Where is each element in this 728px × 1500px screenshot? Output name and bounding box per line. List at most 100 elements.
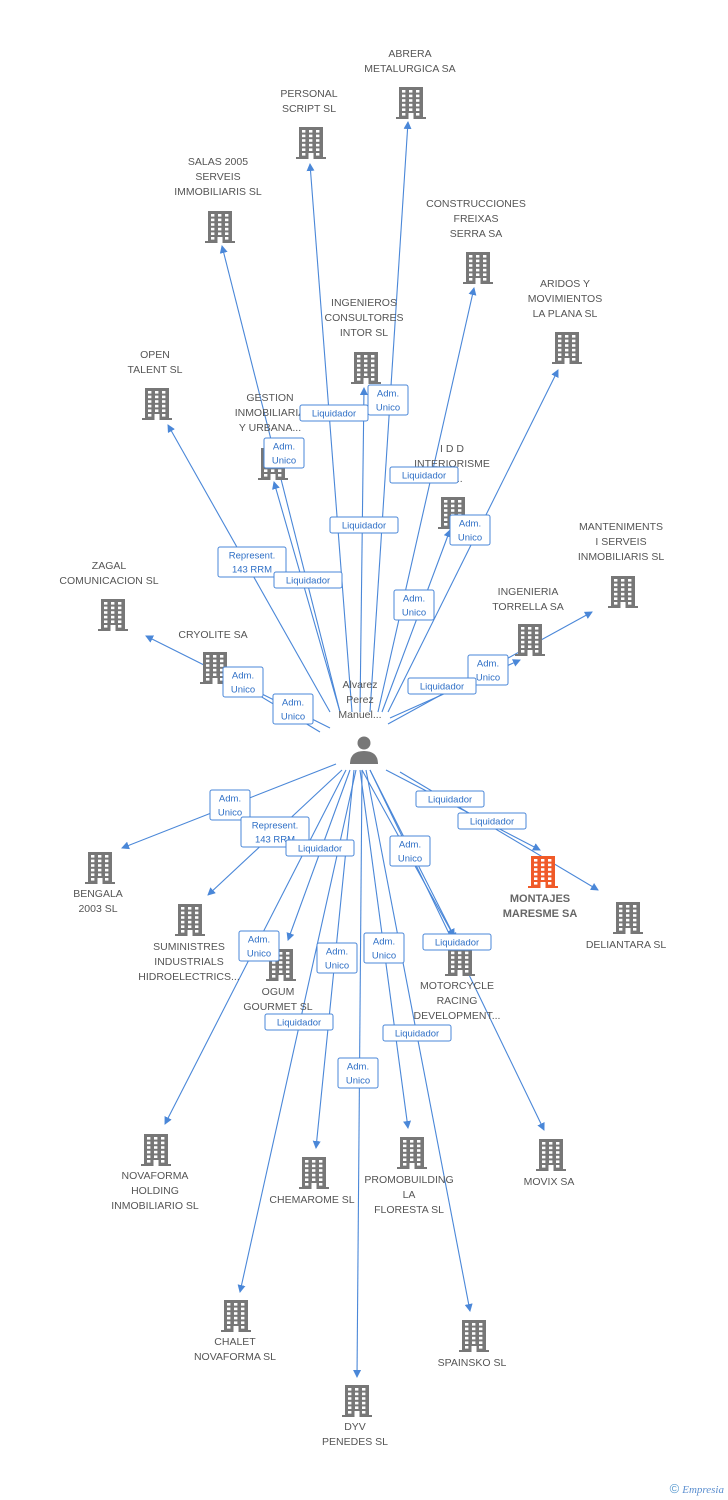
relation-label-chemarome-21[interactable]: Adm.Unico	[316, 942, 358, 974]
relation-label-promobuilding-22[interactable]: Adm.Unico	[363, 932, 405, 964]
building-icon-chemarome[interactable]	[299, 1157, 329, 1189]
building-icon-abrera[interactable]	[396, 87, 426, 119]
relation-label-chalet-23[interactable]: Liquidador	[264, 1013, 334, 1031]
building-icon-promobuilding[interactable]	[397, 1137, 427, 1169]
relation-label-salas-2[interactable]: Adm.Unico	[263, 437, 305, 469]
relation-text: Adm.	[248, 935, 270, 946]
relation-label-dyv-25[interactable]: Adm.Unico	[337, 1057, 379, 1089]
building-icon-dyv[interactable]	[342, 1385, 372, 1417]
company-label-chalet-line-1: NOVAFORMA SL	[194, 1351, 276, 1363]
relation-text: 143 RRM	[255, 835, 295, 846]
relation-label-construcciones-3[interactable]: Liquidador	[389, 466, 459, 484]
relation-label-cryolite-12[interactable]: Adm.Unico	[272, 693, 314, 725]
building-icon-open[interactable]	[142, 388, 172, 420]
building-icon-ingenieros[interactable]	[351, 352, 381, 384]
company-label-ogum-line-0: OGUM	[262, 986, 295, 998]
company-label-aridos-line-2: LA PLANA SL	[533, 308, 598, 320]
brand-name: Empresia	[682, 1484, 724, 1496]
relation-label-novaforma-20[interactable]: Adm.Unico	[238, 930, 280, 962]
relation-text: Unico	[398, 854, 422, 865]
edges-layer	[121, 121, 599, 1378]
relation-text: Unico	[346, 1076, 370, 1087]
person-label-line-1: Perez	[346, 694, 373, 706]
company-label-gestion-line-0: GESTION	[246, 392, 293, 404]
relation-label-gestion-7[interactable]: Liquidador	[273, 571, 343, 589]
relation-label-motorcycle-18[interactable]: Adm. Unico	[389, 835, 431, 867]
company-label-promobuilding-line-1: LA	[403, 1189, 416, 1201]
relation-text: Liquidador	[312, 409, 356, 420]
building-icon-manteniments[interactable]	[608, 576, 638, 608]
relation-label-deliantara-15[interactable]: Liquidador	[457, 812, 527, 830]
building-icon-suministres[interactable]	[175, 904, 205, 936]
company-label-construcciones-line-2: SERRA SA	[450, 228, 503, 240]
building-icon-construcciones[interactable]	[463, 252, 493, 284]
relation-text: Adm.	[373, 937, 395, 948]
relation-text: Adm.	[477, 659, 499, 670]
company-label-suministres-line-0: SUMINISTRES	[153, 941, 225, 953]
relation-label-manteniments-9[interactable]: Adm.Unico	[467, 654, 509, 686]
building-icon-personal[interactable]	[296, 127, 326, 159]
relation-label-montajes-14[interactable]: Liquidador	[415, 790, 485, 808]
relation-text: Represent.	[229, 551, 275, 562]
company-label-ingenieros-line-0: INGENIEROS	[331, 297, 397, 309]
relation-text: Liquidador	[342, 521, 386, 532]
building-icon-montajes[interactable]	[528, 856, 558, 888]
relation-text: Unico	[376, 403, 400, 414]
relation-text: Liquidador	[435, 938, 479, 949]
relation-label-cryolite-11[interactable]: Adm.Unico	[222, 666, 264, 698]
building-icon-zagal[interactable]	[98, 599, 128, 631]
relation-label-ingenieros-5[interactable]: Liquidador	[329, 516, 399, 534]
company-label-personal-line-0: PERSONAL	[280, 88, 337, 100]
relation-label-bengala-13[interactable]: Adm.Unico	[209, 789, 251, 821]
company-label-cryolite-line-0: CRYOLITE SA	[178, 629, 247, 641]
building-icon-bengala[interactable]	[85, 852, 115, 884]
building-icon-aridos[interactable]	[552, 332, 582, 364]
company-label-zagal-line-1: COMUNICACION SL	[59, 575, 158, 587]
company-label-chemarome-line-0: CHEMAROME SL	[269, 1194, 354, 1206]
company-label-suministres-line-1: INDUSTRIALS	[154, 956, 223, 968]
relation-text: Adm.	[326, 947, 348, 958]
company-label-movix-line-0: MOVIX SA	[524, 1176, 575, 1188]
building-icon-ingenieria[interactable]	[515, 624, 545, 656]
edge-gestion-7	[272, 481, 341, 713]
relation-label-open-6[interactable]: Represent.143 RRM	[217, 546, 287, 578]
company-label-ogum-line-1: GOURMET SL	[243, 1001, 312, 1013]
footer-brand[interactable]: © Empresia	[670, 1481, 724, 1496]
relation-text: Liquidador	[470, 817, 514, 828]
relation-label-abrera-0[interactable]: Adm. Unico	[367, 384, 409, 416]
relation-text: Liquidador	[428, 795, 472, 806]
relation-label-motorcycle-19[interactable]: Liquidador	[422, 933, 492, 951]
relation-label-aridos-4[interactable]: Adm.Unico	[449, 514, 491, 546]
relation-text: Adm.	[399, 840, 421, 851]
relation-text: Unico	[402, 608, 426, 619]
company-label-novaforma-line-1: HOLDING	[131, 1185, 179, 1197]
relation-text: Unico	[231, 685, 255, 696]
relation-label-idd-8[interactable]: Adm.Unico	[393, 589, 435, 621]
edge-construcciones-3	[377, 287, 477, 713]
building-icon-spainsko[interactable]	[459, 1320, 489, 1352]
building-icon-salas[interactable]	[205, 211, 235, 243]
company-label-dyv-line-1: PENEDES SL	[322, 1436, 388, 1448]
company-label-zagal-line-0: ZAGAL	[92, 560, 127, 572]
relation-label-personal-1[interactable]: Liquidador	[299, 404, 369, 422]
company-label-ingenieria-line-1: TORRELLA SA	[492, 601, 564, 613]
company-label-suministres-line-2: HIDROELECTRICS...	[138, 971, 240, 983]
building-icon-deliantara[interactable]	[613, 902, 643, 934]
relation-text: Liquidador	[420, 682, 464, 693]
building-icon-movix[interactable]	[536, 1139, 566, 1171]
building-icon-novaforma[interactable]	[141, 1134, 171, 1166]
relation-label-ingenieria-10[interactable]: Liquidador	[407, 677, 477, 695]
building-icon-chalet[interactable]	[221, 1300, 251, 1332]
company-label-salas-line-0: SALAS 2005	[188, 156, 248, 168]
company-label-gestion-line-2: Y URBANA...	[239, 422, 301, 434]
relation-text: Represent.	[252, 821, 298, 832]
relation-label-ogum-17[interactable]: Liquidador	[285, 839, 355, 857]
company-label-montajes-line-1: MARESME SA	[503, 908, 578, 920]
edge-idd-8	[381, 529, 452, 713]
person-icon[interactable]	[350, 736, 378, 765]
company-label-idd-line-0: I D D	[440, 443, 464, 455]
relation-label-spainsko-24[interactable]: Liquidador	[382, 1024, 452, 1042]
relation-text: Adm.	[377, 389, 399, 400]
